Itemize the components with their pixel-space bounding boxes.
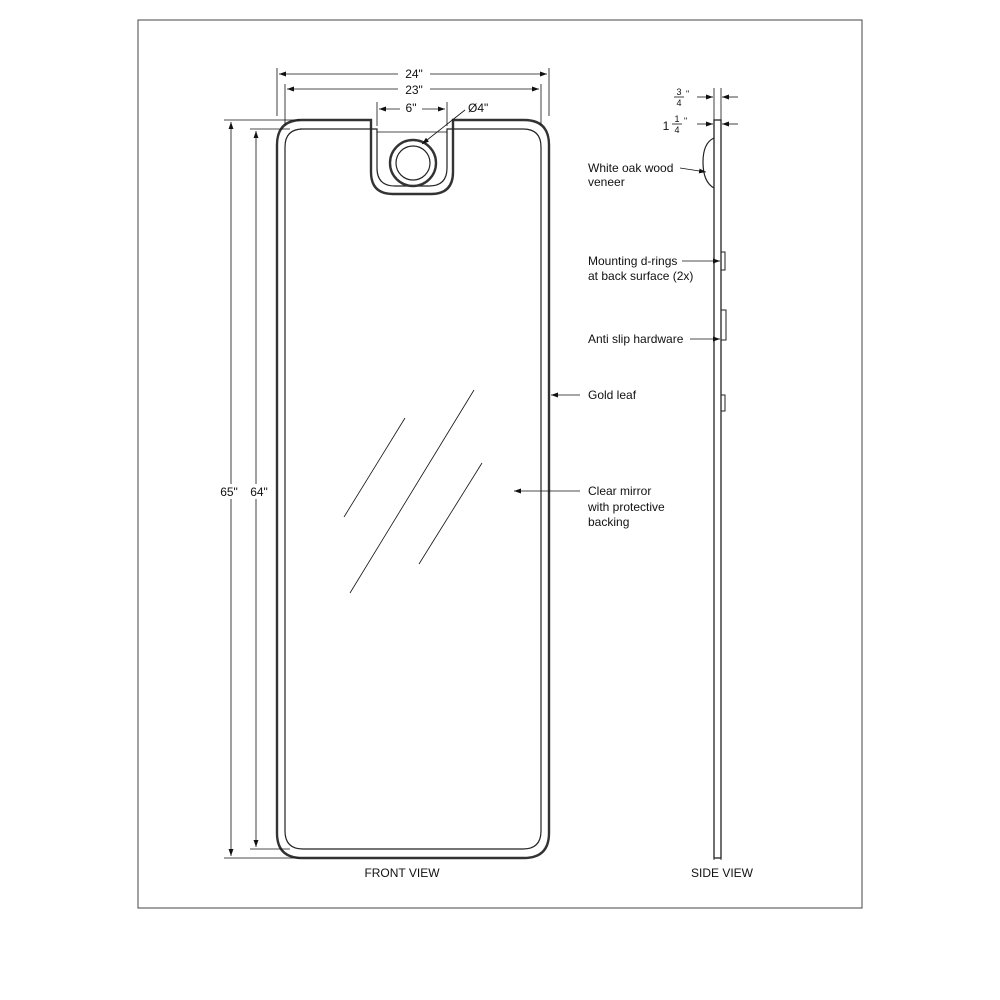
dim-thickness-a-den: 4 (676, 98, 681, 108)
dim-thickness-b-inch: " (684, 116, 687, 126)
side-body (713, 119, 722, 859)
callouts: White oak wood veneer Mounting d-rings a… (514, 161, 720, 529)
dim-overall-height: 65" (220, 485, 238, 499)
callout-veneer-line2: veneer (588, 175, 625, 189)
callout-mirror-line2: with protective (587, 500, 665, 514)
dim-thickness-a-inch: " (686, 89, 689, 99)
dim-thickness-b-den: 4 (674, 125, 679, 135)
reflection-line-1 (343, 417, 406, 518)
callout-gold-leaf: Gold leaf (588, 388, 637, 402)
side-view-caption: SIDE VIEW (691, 866, 754, 880)
callout-drings-line2: at back surface (2x) (588, 269, 693, 283)
dim-thickness-a-num: 3 (676, 87, 681, 97)
dim-tab-width: 6" (406, 101, 417, 115)
callout-veneer-line1: White oak wood (588, 161, 673, 175)
hole-inner-ring (395, 145, 431, 181)
mirror-edge (284, 128, 542, 850)
front-view-caption: FRONT VIEW (364, 866, 440, 880)
dim-overall-width: 24" (405, 67, 423, 81)
callout-drings-line1: Mounting d-rings (588, 254, 677, 268)
reflection-line-3 (418, 462, 483, 565)
dim-thickness-b-num: 1 (674, 114, 679, 124)
hole-outer-ring (388, 138, 438, 188)
reflection-line-2 (349, 389, 475, 594)
veneer-profile (702, 137, 715, 189)
leader-veneer (679, 167, 707, 174)
side-view: 3 4 " 1 1 4 " SIDE VIEW (663, 87, 754, 880)
anti-slip-hardware (720, 309, 727, 341)
hole-leader (421, 109, 466, 145)
sheet-border (137, 19, 863, 909)
front-view: 24" 23" 6" Ø4" 65" 64" FRONT VIEW (214, 66, 551, 880)
dim-mirror-height: 64" (250, 485, 268, 499)
dim-mirror-width: 23" (405, 83, 423, 97)
anti-slip-hardware-lower (720, 394, 726, 412)
dim-thickness-b-whole: 1 (663, 119, 670, 133)
callout-mirror-line3: backing (588, 515, 629, 529)
d-ring (720, 251, 726, 271)
callout-anti-slip: Anti slip hardware (588, 332, 684, 346)
frame-outline (275, 118, 551, 860)
dim-hole-diameter: Ø4" (468, 101, 488, 115)
callout-mirror-line1: Clear mirror (588, 484, 651, 498)
